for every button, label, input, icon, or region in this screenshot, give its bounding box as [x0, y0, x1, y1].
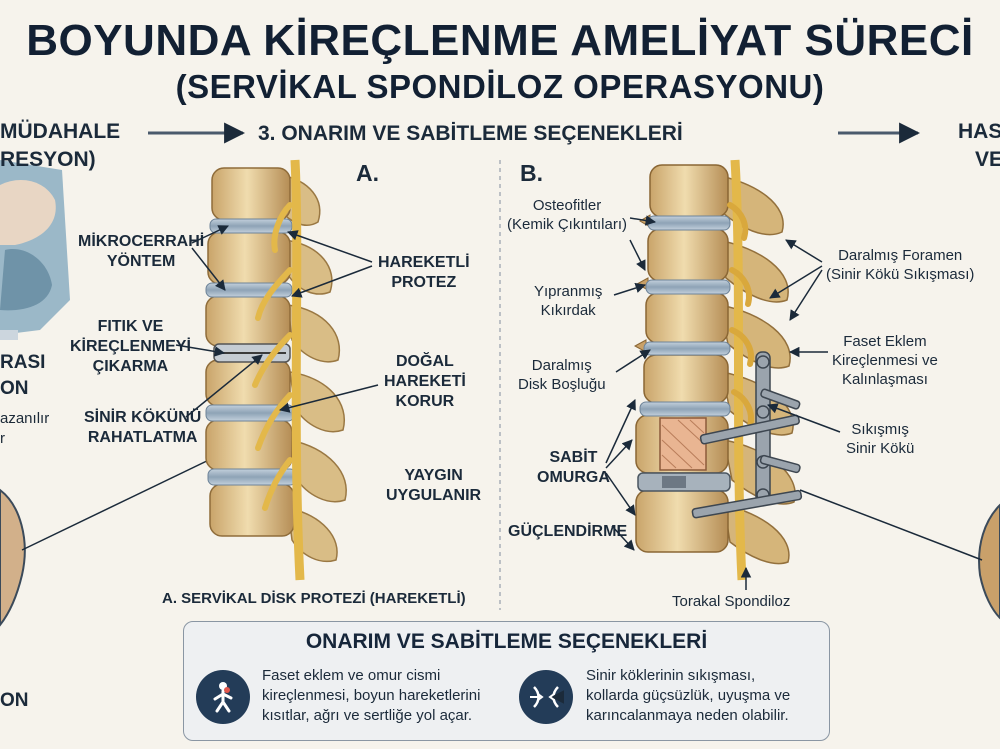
surgery-photo-partial: [0, 160, 70, 340]
info-box: ONARIM VE SABİTLEME SEÇENEKLERİ Faset ek…: [183, 621, 830, 741]
compressed-nerve-icon: [519, 670, 573, 724]
label-osteophytes: Osteofitler(Kemik Çıkıntıları): [507, 196, 627, 234]
header-right-partial-2: VE: [975, 148, 1000, 172]
info-right-text: Sinir köklerinin sıkışması, kollarda güç…: [586, 666, 790, 726]
panel-b-marker: B.: [520, 160, 543, 187]
right-detail-circle: [979, 505, 1000, 618]
panel-a-caption: A. SERVİKAL DİSK PROTEZİ (HAREKETLİ): [162, 590, 466, 607]
label-narrowed-foramen: Daralmış Foramen(Sinir Kökü Sıkışması): [826, 246, 974, 284]
header-left-partial-2: RESYON): [0, 148, 96, 172]
panel-a-marker: A.: [356, 160, 379, 187]
label-reinforcement: GÜÇLENDİRME: [508, 522, 627, 542]
header-left-partial: MÜDAHALE: [0, 120, 120, 144]
left-fragment-4: r: [0, 430, 5, 447]
header-repair-options: 3. ONARIM VE SABİTLEME SEÇENEKLERİ: [258, 122, 683, 146]
panel-b-caption: Torakal Spondiloz: [672, 592, 790, 611]
info-box-title: ONARIM VE SABİTLEME SEÇENEKLERİ: [184, 630, 829, 654]
header-right-partial: HAS: [958, 120, 1000, 144]
left-fragment-1: RASI: [0, 352, 45, 374]
left-fragment-5: ON: [0, 690, 29, 712]
spine-a: [206, 160, 346, 580]
info-left-text: Faset eklem ve omur cismi kireçlenmesi, …: [262, 666, 480, 726]
left-fragment-3: azanılır: [0, 410, 49, 427]
left-fragment-2: ON: [0, 378, 29, 400]
left-detail-circle: [0, 490, 25, 625]
neck-pain-person-icon: [196, 670, 250, 724]
spine-b: [635, 160, 802, 580]
